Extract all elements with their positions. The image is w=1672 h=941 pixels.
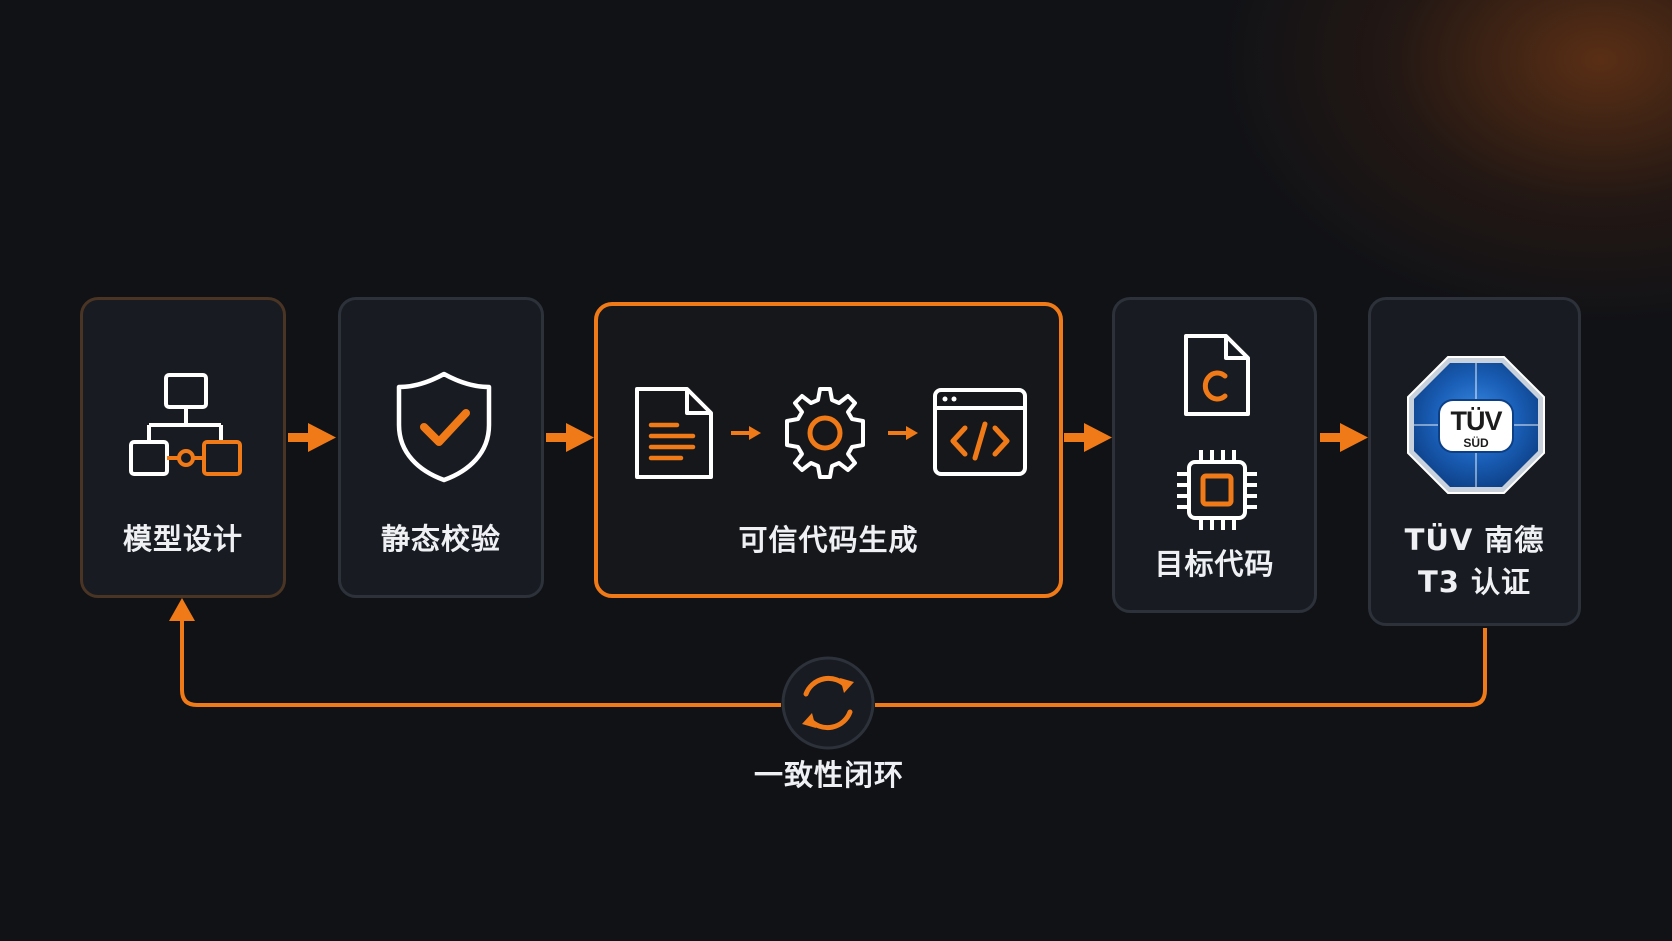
arrow-3-head [1084,423,1112,452]
arrow-1-shaft [288,433,310,442]
step-static-check: 静态校验 [338,297,544,598]
step-trusted-codegen: 可信代码生成 [594,302,1063,598]
gear-icon [785,387,865,479]
chip-icon [1177,450,1257,530]
document-icon [635,387,713,479]
flowchart-icon [129,373,242,476]
arrow-4-shaft [1320,433,1342,442]
small-arrow-icon [888,426,918,440]
arrow-2-head [566,423,594,452]
arrow-3-shaft [1064,433,1086,442]
arrow-4-head [1340,423,1368,452]
step-tuv-certification: TÜV SÜD TÜV 南德 T3 认证 [1368,297,1581,626]
step-label-model-design: 模型设计 [122,522,243,556]
loop-circle [781,656,875,750]
step-label-tuv-line2: T3 认证 [1417,565,1532,599]
tuv-sud-badge: TÜV SÜD [1407,356,1545,494]
svg-text:TÜV: TÜV [1451,406,1503,436]
shield-check-icon [396,371,492,483]
arrow-1-head [308,423,336,452]
step-label-tuv-line1: TÜV 南德 [1404,523,1545,557]
c-file-icon [1184,334,1250,416]
code-window-icon [933,388,1027,476]
step-target-code: 目标代码 [1112,297,1317,613]
step-model-design: 模型设计 [80,297,286,598]
loop-line-right [875,628,1487,707]
step-label-target-code: 目标代码 [1154,547,1275,581]
loop-label: 一致性闭环 [753,758,904,792]
small-arrow-icon [731,426,761,440]
step-label-trusted-codegen: 可信代码生成 [738,523,919,557]
loop-line-left [180,618,781,707]
step-label-static-check: 静态校验 [380,522,501,556]
loop-arrowhead [169,598,195,621]
arrow-2-shaft [546,433,568,442]
svg-text:SÜD: SÜD [1463,435,1489,450]
